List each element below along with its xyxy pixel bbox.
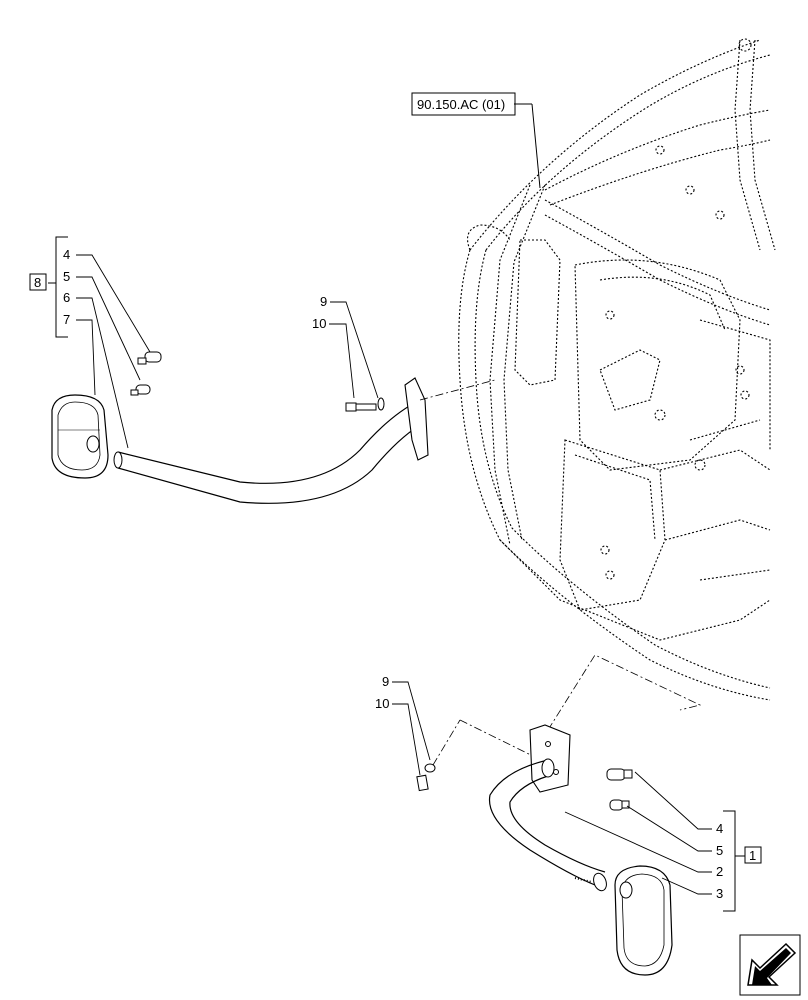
bolt-icon [416, 763, 436, 792]
mounting-plate [529, 724, 571, 793]
callout-lower-2: 2 [716, 864, 723, 879]
callout-upper-4: 4 [63, 247, 70, 262]
callout-lower-9: 9 [382, 674, 389, 689]
callout-lower-3: 3 [716, 886, 723, 901]
kit-number-box-lower [744, 846, 762, 864]
callout-upper-5: 5 [63, 269, 70, 284]
work-lamp-icon [51, 394, 109, 479]
lower-kit-group: 9 10 [375, 654, 762, 976]
callout-upper-6: 6 [63, 290, 70, 305]
bulb-small-icon [130, 384, 151, 396]
orientation-arrow-icon [739, 934, 801, 996]
reference-label: 90.150.AC (01) [411, 92, 541, 189]
callout-lower-4: 4 [716, 821, 723, 836]
callout-upper-9: 9 [320, 294, 327, 309]
bulb-icon [137, 351, 162, 365]
callout-lower-5: 5 [716, 843, 723, 858]
work-lamp-icon [614, 865, 673, 976]
bulb-small-icon [609, 799, 630, 811]
kit-number-upper: 8 [34, 275, 41, 290]
bulb-icon [606, 768, 633, 781]
kit-number-lower: 1 [749, 848, 756, 863]
bolt-icon [345, 397, 385, 412]
lamp-support-arm [488, 759, 596, 886]
lamp-support-arm [113, 377, 429, 504]
cab-frame-illustration [458, 38, 776, 701]
reference-label-text: 90.150.AC (01) [417, 97, 505, 112]
callout-upper-10: 10 [312, 316, 326, 331]
kit-number-box-upper [29, 273, 47, 291]
callout-lower-10: 10 [375, 696, 389, 711]
upper-kit-group: 8 4 5 6 7 [29, 236, 496, 504]
callout-upper-7: 7 [63, 312, 70, 327]
